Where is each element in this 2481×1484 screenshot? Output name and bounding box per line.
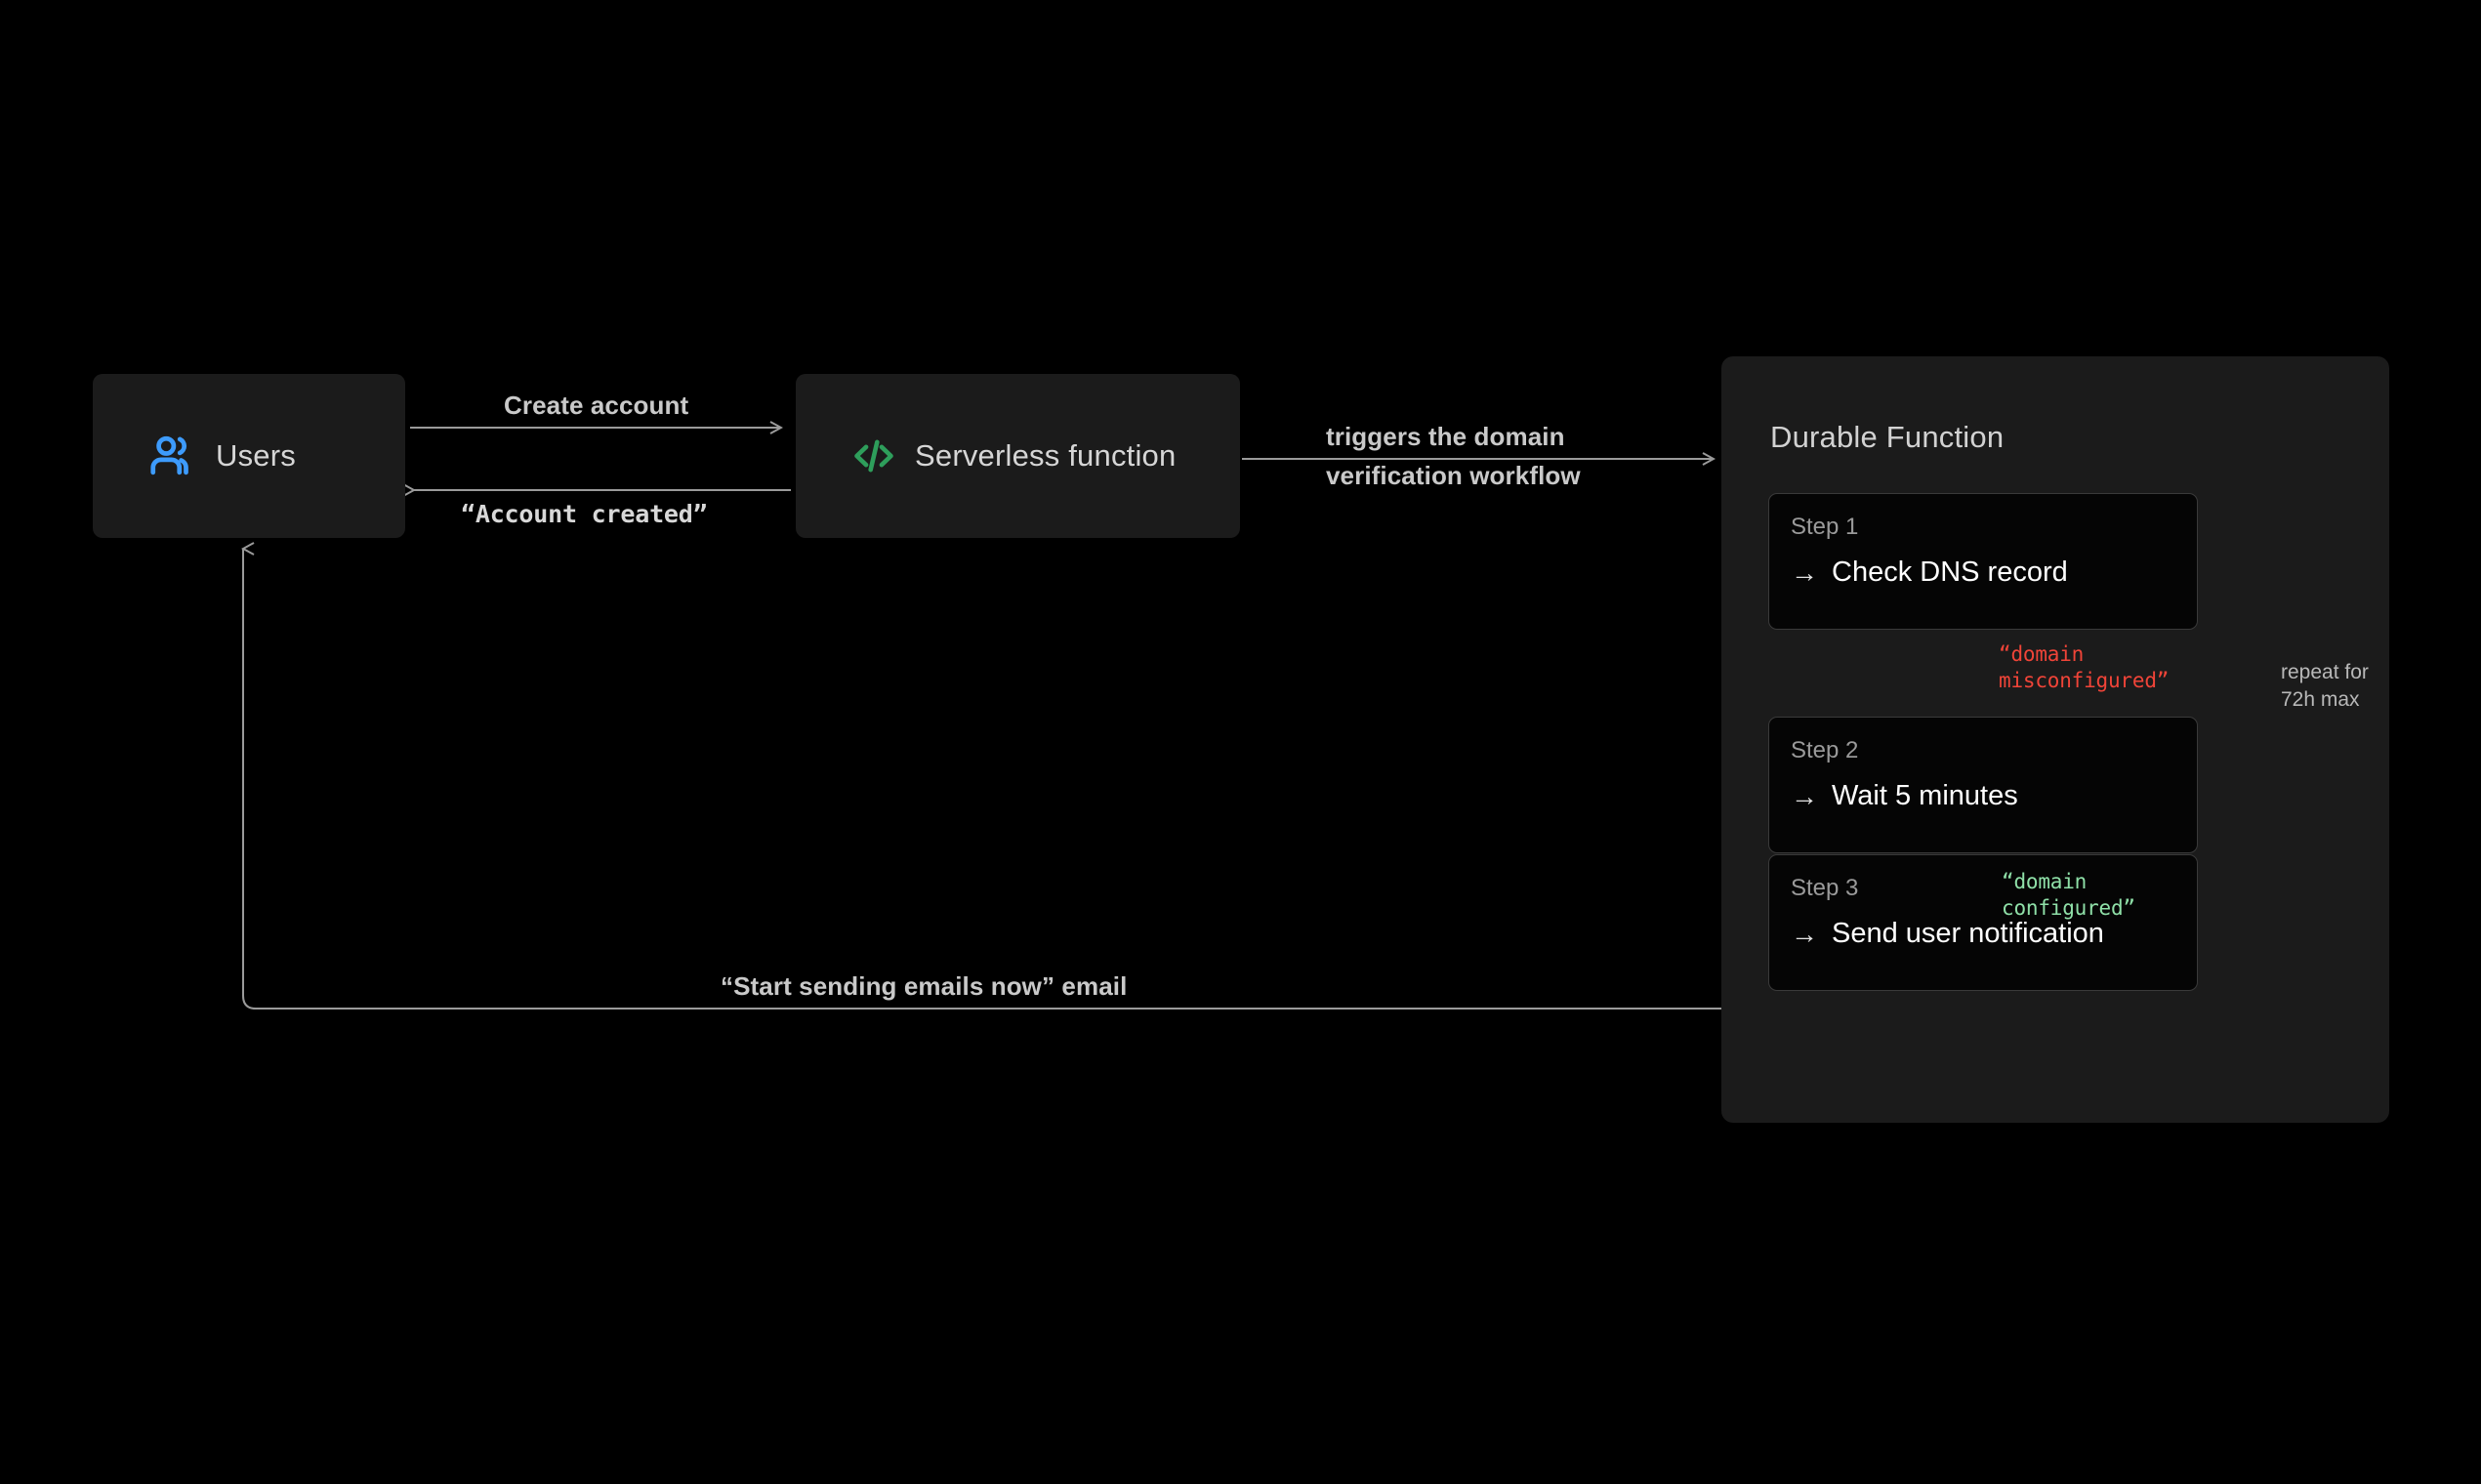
arrow-right-icon: → bbox=[1791, 556, 1818, 588]
step-3-body: → Send user notification bbox=[1791, 918, 2104, 950]
edge-label-triggers-workflow-line2: verification workflow bbox=[1326, 461, 1581, 490]
edge-start-sending-emails bbox=[243, 549, 1765, 1010]
step-2-text: Wait 5 minutes bbox=[1832, 780, 2018, 811]
node-serverless-label: Serverless function bbox=[915, 438, 1177, 473]
edge-label-domain-configured: “domain configured” bbox=[2002, 870, 2135, 921]
edge-label-account-created: “Account created” bbox=[461, 500, 708, 528]
edge-label-start-sending-emails: “Start sending emails now” email bbox=[721, 971, 1128, 1001]
step-box-1[interactable]: Step 1 → Check DNS record bbox=[1768, 493, 2198, 630]
step-1-text: Check DNS record bbox=[1832, 556, 2068, 588]
edge-label-domain-misconfigured: “domain misconfigured” bbox=[1999, 642, 2170, 693]
step-1-body: → Check DNS record bbox=[1791, 556, 2068, 589]
step-box-3[interactable]: Step 3 → Send user notification bbox=[1768, 854, 2198, 991]
arrow-right-icon: → bbox=[1791, 780, 1818, 811]
step-box-2[interactable]: Step 2 → Wait 5 minutes bbox=[1768, 717, 2198, 853]
step-3-kicker: Step 3 bbox=[1791, 875, 1859, 901]
step-1-kicker: Step 1 bbox=[1791, 514, 1859, 540]
arrow-right-icon: → bbox=[1791, 918, 1818, 949]
node-users[interactable]: Users bbox=[93, 374, 405, 538]
node-users-label: Users bbox=[216, 438, 296, 473]
code-brackets-icon bbox=[849, 432, 898, 480]
edge-label-repeat-note: repeat for 72h max bbox=[2281, 661, 2369, 711]
durable-function-panel[interactable]: Durable Function Step 1 → Check DNS reco… bbox=[1721, 356, 2389, 1123]
step-2-body: → Wait 5 minutes bbox=[1791, 780, 2018, 812]
step-3-text: Send user notification bbox=[1832, 918, 2104, 949]
durable-function-title: Durable Function bbox=[1770, 420, 2005, 454]
edge-label-create-account: Create account bbox=[504, 391, 689, 420]
step-2-kicker: Step 2 bbox=[1791, 737, 1859, 763]
node-serverless-function[interactable]: Serverless function bbox=[796, 374, 1240, 538]
edge-label-triggers-workflow-line1: triggers the domain bbox=[1326, 422, 1565, 451]
users-icon bbox=[146, 430, 199, 482]
